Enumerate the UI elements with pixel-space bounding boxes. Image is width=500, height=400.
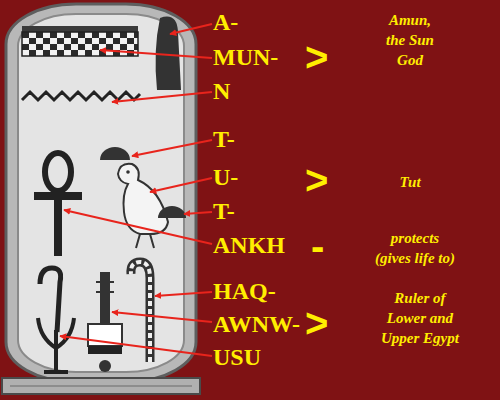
arrow-symbol: > [305, 303, 328, 343]
leader-arrow [150, 178, 212, 192]
cartouche-base [2, 378, 200, 394]
leader-arrow [184, 212, 212, 214]
leader-arrow [155, 292, 212, 296]
phonetic-sign: ANKH [213, 233, 285, 257]
phonetic-sign: MUN- [213, 45, 278, 69]
cartouche-frame [6, 4, 196, 382]
small-disk [99, 360, 111, 372]
phonetic-sign: HAQ- [213, 279, 276, 303]
quail-legs [136, 234, 154, 248]
ankh-stem [54, 198, 62, 256]
bread-glyph [158, 206, 186, 218]
phonetic-sign: N [213, 79, 230, 103]
cartouche-inner [18, 14, 184, 372]
arrow-symbol: > [305, 37, 328, 77]
leader-arrow [112, 312, 212, 322]
pillar-glyph [100, 272, 110, 324]
bread-glyph [100, 147, 130, 160]
leader-arrow [60, 336, 212, 356]
leader-arrow [170, 24, 212, 34]
phonetic-sign: U- [213, 165, 238, 189]
hook-glyph [40, 268, 61, 332]
dash-symbol: - [311, 226, 324, 266]
leader-arrow [64, 210, 212, 244]
sedge-glyph [38, 318, 74, 372]
ankh-loop [45, 153, 71, 191]
checkerboard-glyph-top [22, 26, 138, 32]
translation-text: Amun, the Sun God [379, 10, 441, 70]
leader-arrow [100, 50, 212, 58]
cartouche-base-line [10, 386, 192, 387]
pillar-bands [96, 282, 114, 292]
pillar-foot [88, 346, 122, 354]
phonetic-sign: AWNW- [213, 312, 300, 336]
arrow-symbol: > [305, 160, 328, 200]
translation-text: Ruler of Lower and Upper Egypt [377, 288, 463, 348]
phonetic-sign: A- [213, 10, 238, 34]
leader-arrow [112, 92, 212, 102]
translation-text: protects (gives life to) [373, 228, 457, 268]
phonetic-sign: T- [213, 127, 235, 151]
leader-arrow [132, 140, 212, 156]
leader-arrows [60, 24, 212, 356]
quail-eye [126, 170, 130, 174]
phonetic-sign: T- [213, 199, 235, 223]
phonetic-sign: USU [213, 345, 261, 369]
water-glyph [22, 92, 140, 100]
translation-text: Tut [370, 172, 450, 192]
